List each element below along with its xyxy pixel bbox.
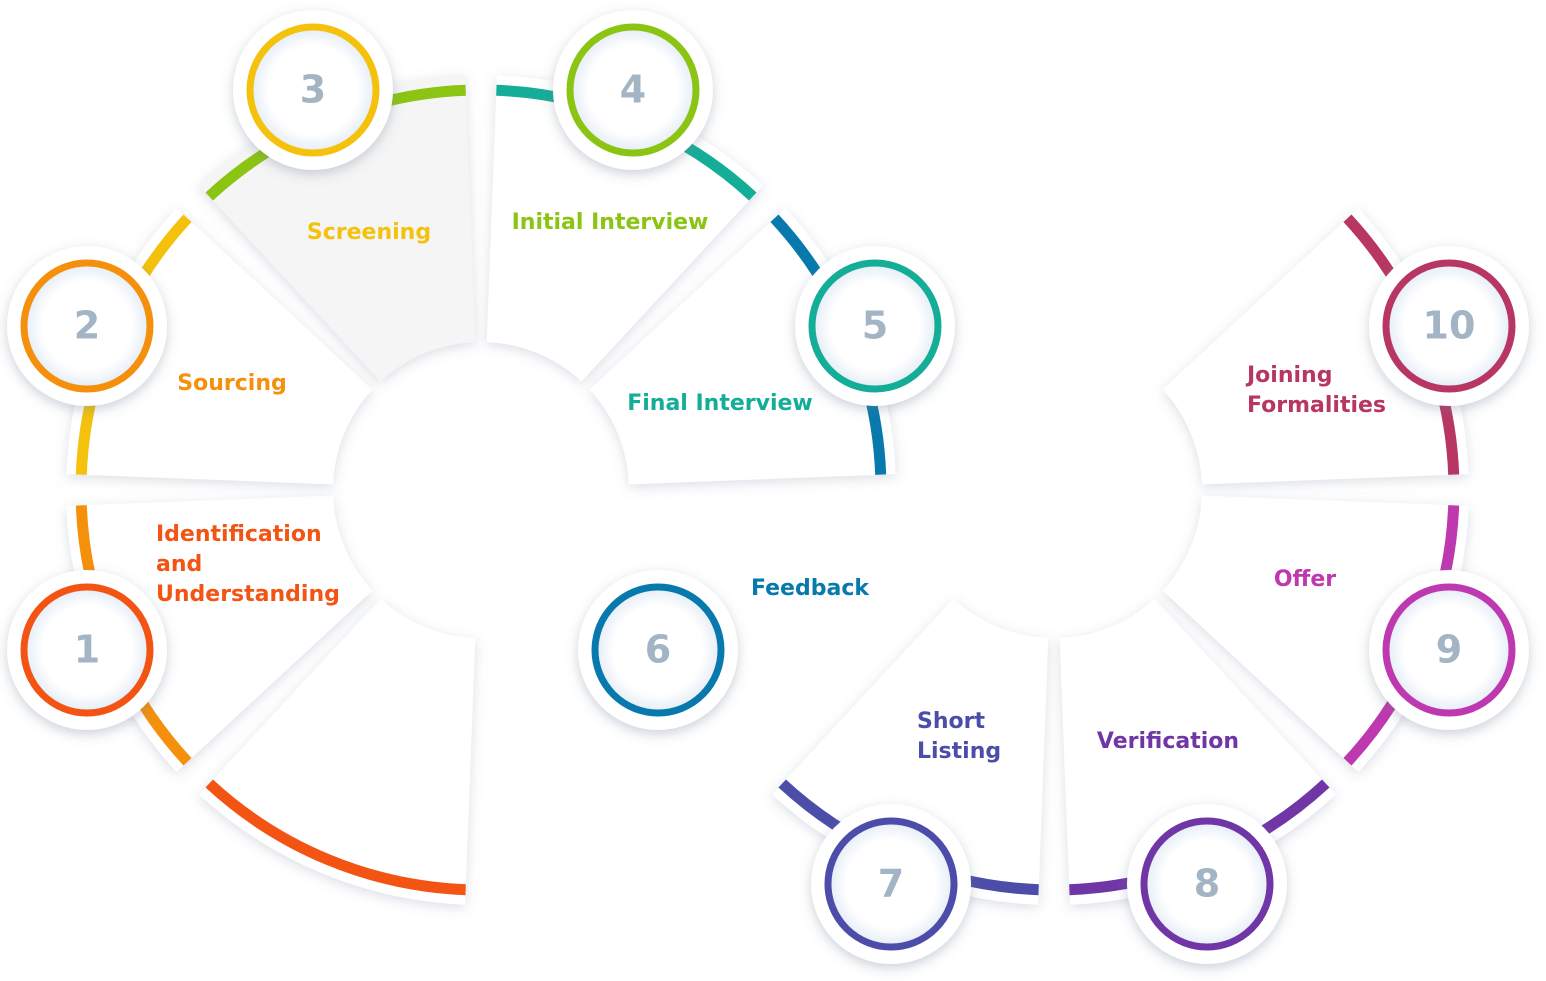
step-2-label-line: Sourcing (177, 371, 286, 396)
step-2-badge-ring (20, 259, 154, 393)
step-3-label: Screening (307, 220, 431, 245)
step-10-badge: 10 (1369, 246, 1529, 406)
step-2-badge: 2 (7, 246, 167, 406)
step-2-label: Sourcing (177, 371, 286, 396)
step-4-badge: 4 (553, 10, 713, 170)
step-1-label-line: Identification (156, 522, 322, 547)
step-1-badge-ring (20, 583, 154, 717)
step-5-number: 5 (862, 304, 888, 348)
step-7-badge: 7 (811, 804, 971, 964)
step-7-label-line: Short (917, 709, 985, 734)
step-6-number: 6 (645, 628, 671, 672)
step-3-label-line: Screening (307, 220, 431, 245)
step-7-number: 7 (878, 862, 904, 906)
step-2-number: 2 (74, 304, 100, 348)
step-3-badge-ring (246, 23, 380, 157)
step-10-number: 10 (1423, 304, 1476, 348)
step-9-badge: 9 (1369, 570, 1529, 730)
step-10-badge-ring (1382, 259, 1516, 393)
step-5-label: Final Interview (627, 391, 813, 416)
step-6-badge: 6 (578, 570, 738, 730)
step-1-label-line: and (156, 552, 202, 577)
step-1-number: 1 (74, 628, 100, 672)
step-5-badge-ring (808, 259, 942, 393)
step-9-label: Offer (1274, 567, 1336, 592)
step-7-label-line: Listing (917, 739, 1001, 764)
step-3-number: 3 (300, 68, 326, 112)
step-6-badge-ring (591, 583, 725, 717)
step-8-badge-ring (1140, 817, 1274, 951)
step-3-badge: 3 (233, 10, 393, 170)
step-4-badge-ring (566, 23, 700, 157)
step-1-badge: 1 (7, 570, 167, 730)
step-6-label: Feedback (751, 576, 870, 601)
step-5-label-line: Final Interview (627, 391, 813, 416)
step-9-number: 9 (1436, 628, 1462, 672)
step-6-label-line: Feedback (751, 576, 870, 601)
step-8-label: Verification (1097, 729, 1239, 754)
step-10-label-line: Formalities (1247, 393, 1386, 418)
step-4-number: 4 (620, 68, 646, 112)
step-8-number: 8 (1194, 862, 1220, 906)
step-10-label-line: Joining (1245, 363, 1332, 388)
step-1-label-line: Understanding (156, 582, 340, 607)
step-8-badge: 8 (1127, 804, 1287, 964)
step-8-label-line: Verification (1097, 729, 1239, 754)
step-5-badge: 5 (795, 246, 955, 406)
step-9-badge-ring (1382, 583, 1516, 717)
step-7-badge-ring (824, 817, 958, 951)
step-1-arc (205, 779, 466, 896)
step-4-label-line: Initial Interview (512, 210, 709, 235)
step-9-label-line: Offer (1274, 567, 1336, 592)
step-4-label: Initial Interview (512, 210, 709, 235)
